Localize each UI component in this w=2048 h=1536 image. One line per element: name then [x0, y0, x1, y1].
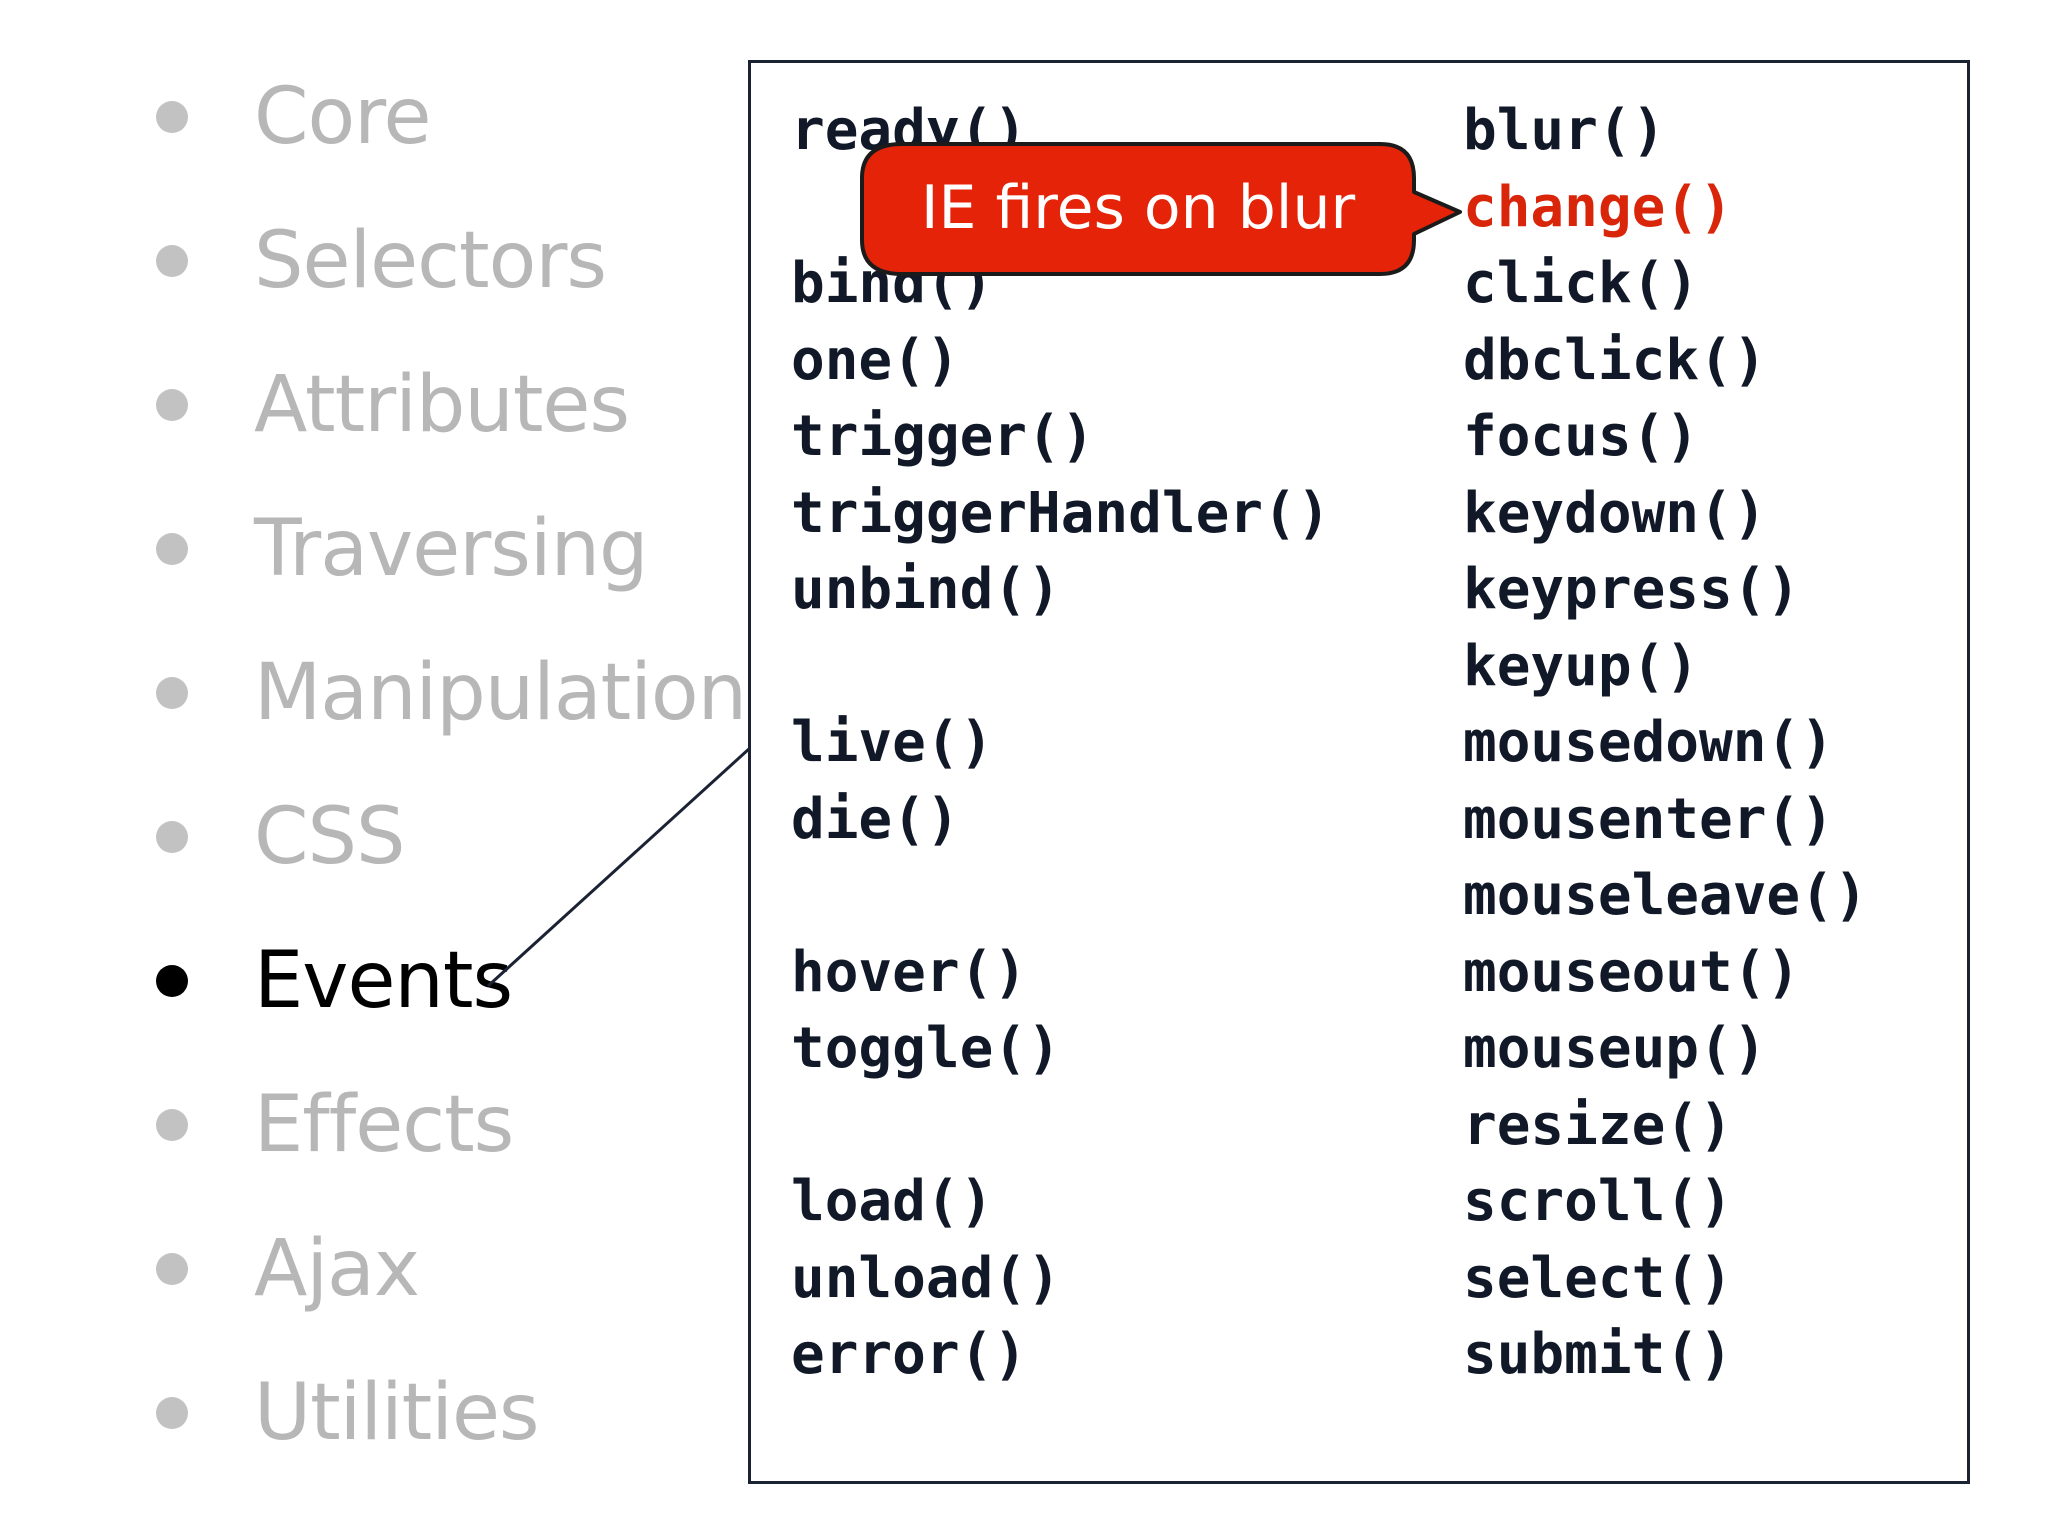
- bullet-icon: [156, 101, 188, 133]
- topic-label: Utilities: [254, 1368, 540, 1458]
- topic-item-events[interactable]: Events: [156, 926, 513, 1036]
- topic-list: Core Selectors Attributes Traversing Man…: [0, 0, 747, 1536]
- topic-label: Events: [254, 936, 513, 1026]
- topic-label: Effects: [254, 1080, 514, 1170]
- topic-item-css[interactable]: CSS: [156, 782, 405, 892]
- events-method-panel: ready() bind() one() trigger() triggerHa…: [748, 60, 1970, 1484]
- method-item: keypress(): [1463, 557, 1801, 622]
- method-item-highlighted: change(): [1463, 174, 1733, 240]
- method-item: bind(): [791, 251, 994, 316]
- topic-label: Selectors: [254, 216, 607, 306]
- method-item: select(): [1463, 1245, 1733, 1311]
- method-item: hover(): [791, 939, 1028, 1005]
- method-item: unload(): [791, 1245, 1061, 1311]
- topic-item-effects[interactable]: Effects: [156, 1070, 514, 1180]
- topic-item-attributes[interactable]: Attributes: [156, 350, 630, 460]
- topic-label: Attributes: [254, 360, 630, 450]
- method-item: trigger(): [791, 404, 1095, 469]
- method-item: load(): [791, 1169, 994, 1234]
- method-item: resize(): [1463, 1092, 1733, 1158]
- method-item: dbclick(): [1463, 327, 1767, 393]
- topic-item-manipulation[interactable]: Manipulation: [156, 638, 747, 748]
- method-item: mouseup(): [1463, 1016, 1767, 1081]
- method-item: keyup(): [1463, 633, 1700, 699]
- bullet-icon: [156, 245, 188, 277]
- bullet-icon: [156, 389, 188, 421]
- method-item: submit(): [1463, 1322, 1733, 1387]
- method-item: ready(): [791, 98, 1028, 163]
- topic-item-selectors[interactable]: Selectors: [156, 206, 607, 316]
- method-item: toggle(): [791, 1016, 1061, 1081]
- bullet-icon: [156, 1397, 188, 1429]
- method-column-right: blur() change() click() dbclick() focus(…: [1463, 93, 1868, 1394]
- topic-label: CSS: [254, 792, 405, 882]
- method-item: die(): [791, 786, 960, 852]
- bullet-icon: [156, 1253, 188, 1285]
- method-item: focus(): [1463, 404, 1700, 469]
- topic-label: Core: [254, 72, 432, 162]
- method-item: mouseleave(): [1463, 863, 1868, 928]
- bullet-icon: [156, 821, 188, 853]
- topic-item-traversing[interactable]: Traversing: [156, 494, 649, 604]
- method-column-left: ready() bind() one() trigger() triggerHa…: [791, 93, 1330, 1394]
- method-item: click(): [1463, 251, 1700, 316]
- method-item: mouseout(): [1463, 939, 1801, 1005]
- topic-item-core[interactable]: Core: [156, 62, 432, 172]
- method-item: keydown(): [1463, 480, 1767, 546]
- method-item: blur(): [1463, 98, 1666, 163]
- method-item: triggerHandler(): [791, 480, 1331, 546]
- topic-label: Manipulation: [254, 648, 747, 738]
- bullet-icon: [156, 677, 188, 709]
- topic-label: Ajax: [254, 1224, 420, 1314]
- method-item: one(): [791, 327, 960, 393]
- topic-label: Traversing: [254, 504, 649, 594]
- topic-item-ajax[interactable]: Ajax: [156, 1214, 420, 1324]
- method-item: unbind(): [791, 557, 1061, 622]
- topic-item-utilities[interactable]: Utilities: [156, 1358, 540, 1468]
- bullet-icon: [156, 533, 188, 565]
- method-item: scroll(): [1463, 1169, 1733, 1234]
- bullet-icon: [156, 965, 188, 997]
- bullet-icon: [156, 1109, 188, 1141]
- method-item: error(): [791, 1322, 1028, 1387]
- method-item: mousedown(): [1463, 710, 1834, 775]
- method-item: live(): [791, 710, 994, 775]
- method-item: mousenter(): [1463, 786, 1834, 852]
